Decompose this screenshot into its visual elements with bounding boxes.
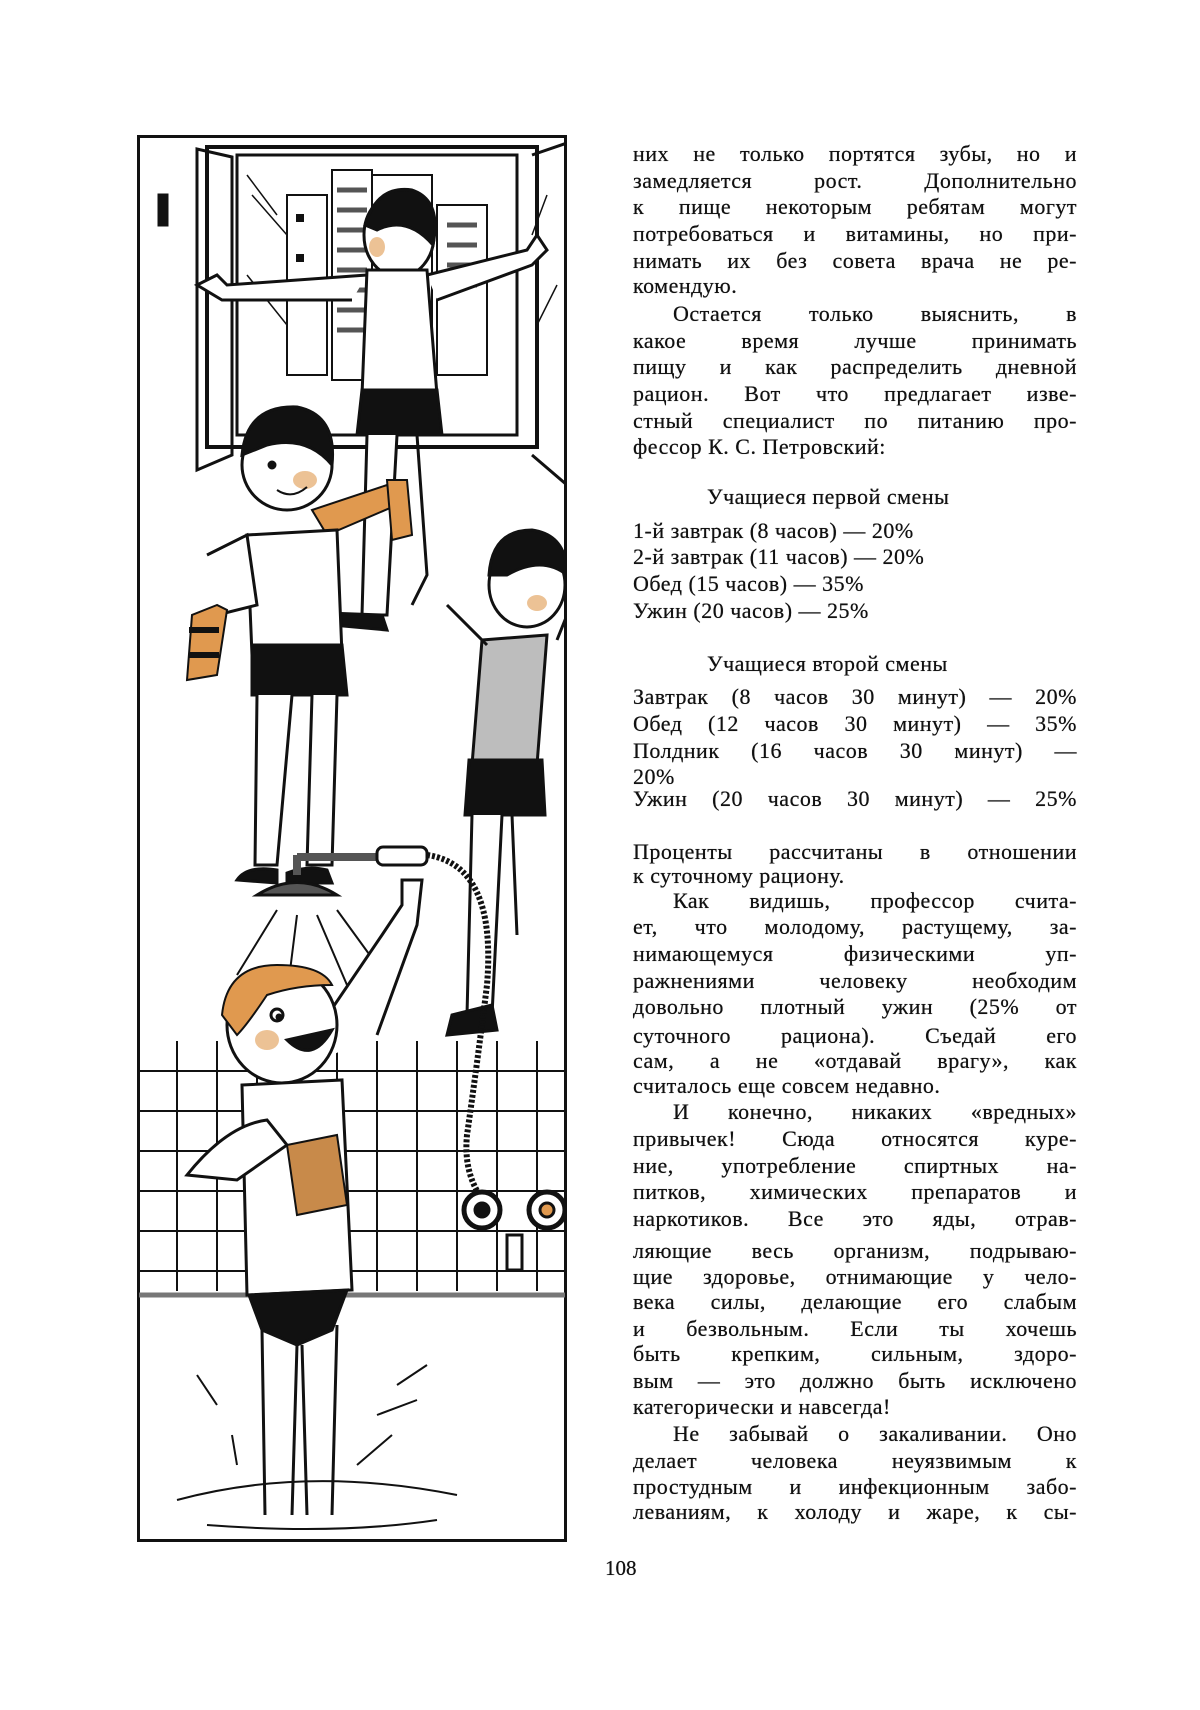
section-heading: Учащиеся первой смены xyxy=(707,484,949,510)
text-line: 2-й завтрак (11 часов) — 20% xyxy=(633,544,1077,570)
bathroom-exercise-illustration xyxy=(137,135,567,1542)
text-line: 1-й завтрак (8 часов) — 20% xyxy=(633,518,1077,544)
text-line: нимать их без совета врача не ре- xyxy=(633,248,1077,274)
text-line: питков, химических препаратов и xyxy=(633,1179,1077,1205)
text-line: какое время лучше принимать xyxy=(633,328,1077,354)
text-line: И конечно, никаких «вредных» xyxy=(673,1099,1077,1125)
text-line: фессор К. С. Петровский: xyxy=(633,434,1077,460)
text-line: наркотиков. Все это яды, отрав- xyxy=(633,1206,1077,1232)
text-line: категорически и навсегда! xyxy=(633,1394,1077,1420)
text-line: потребоваться и витамины, но при- xyxy=(633,221,1077,247)
text-line: делает человека неуязвимым к xyxy=(633,1448,1077,1474)
text-line: Завтрак (8 часов 30 минут) — 20% xyxy=(633,684,1077,710)
text-line: рацион. Вот что предлагает изве- xyxy=(633,381,1077,407)
text-line: комендую. xyxy=(633,273,1077,299)
text-column: них не только портятся зубы, но изамедля… xyxy=(633,0,1077,1710)
text-line: к пище некоторым ребятам могут xyxy=(633,194,1077,220)
showering-boy xyxy=(177,880,457,1529)
text-line: и безвольным. Если ты хочешь xyxy=(633,1316,1077,1342)
text-line: леваниям, к холоду и жаре, к сы- xyxy=(633,1499,1077,1525)
text-line: ляющие весь организм, подрываю- xyxy=(633,1238,1077,1264)
text-line: простудным и инфекционным забо- xyxy=(633,1474,1077,1500)
text-line: Не забывай о закаливании. Оно xyxy=(673,1421,1077,1447)
text-line: нимающемуся физическими уп- xyxy=(633,941,1077,967)
text-line: века силы, делающие его слабым xyxy=(633,1289,1077,1315)
text-line: вым — это должно быть исключено xyxy=(633,1368,1077,1394)
text-line: Ужин (20 часов) — 25% xyxy=(633,598,1077,624)
text-line: ет, что молодому, растущему, за- xyxy=(633,914,1077,940)
sponge xyxy=(287,1135,347,1215)
text-line: суточного рациона). Съедай его xyxy=(633,1023,1077,1049)
text-line: Проценты рассчитаны в отношении xyxy=(633,839,1077,865)
text-line: щие здоровье, отнимающие у чело- xyxy=(633,1264,1077,1290)
text-line: Обед (15 часов) — 35% xyxy=(633,571,1077,597)
page-number: 108 xyxy=(605,1556,637,1580)
text-line: сам, а не «отдавай врагу», как xyxy=(633,1048,1077,1074)
text-line: замедляется рост. Дополнительно xyxy=(633,168,1077,194)
text-line: Остается только выяснить, в xyxy=(673,301,1077,327)
text-line: них не только портятся зубы, но и xyxy=(633,141,1077,167)
text-line: считалось еще совсем недавно. xyxy=(633,1073,1077,1099)
text-line: ние, употребление спиртных на- xyxy=(633,1153,1077,1179)
text-line: Обед (12 часов 30 минут) — 35% xyxy=(633,711,1077,737)
text-line: к суточному рациону. xyxy=(633,863,1077,889)
text-line: Ужин (20 часов 30 минут) — 25% xyxy=(633,786,1077,812)
text-line: быть крепким, сильным, здоро- xyxy=(633,1341,1077,1367)
text-line: Как видишь, профессор счита- xyxy=(673,888,1077,914)
text-line: Полдник (16 часов 30 минут) — xyxy=(633,738,1077,764)
text-line: довольно плотный ужин (25% от xyxy=(633,994,1077,1020)
text-line: привычек! Сюда относятся куре- xyxy=(633,1126,1077,1152)
text-line: стный специалист по питанию про- xyxy=(633,408,1077,434)
section-heading: Учащиеся второй смены xyxy=(707,651,948,677)
text-line: ражнениями человеку необходим xyxy=(633,968,1077,994)
boy-in-tank-top xyxy=(447,530,567,1035)
text-line: пищу и как распределить дневной xyxy=(633,354,1077,380)
